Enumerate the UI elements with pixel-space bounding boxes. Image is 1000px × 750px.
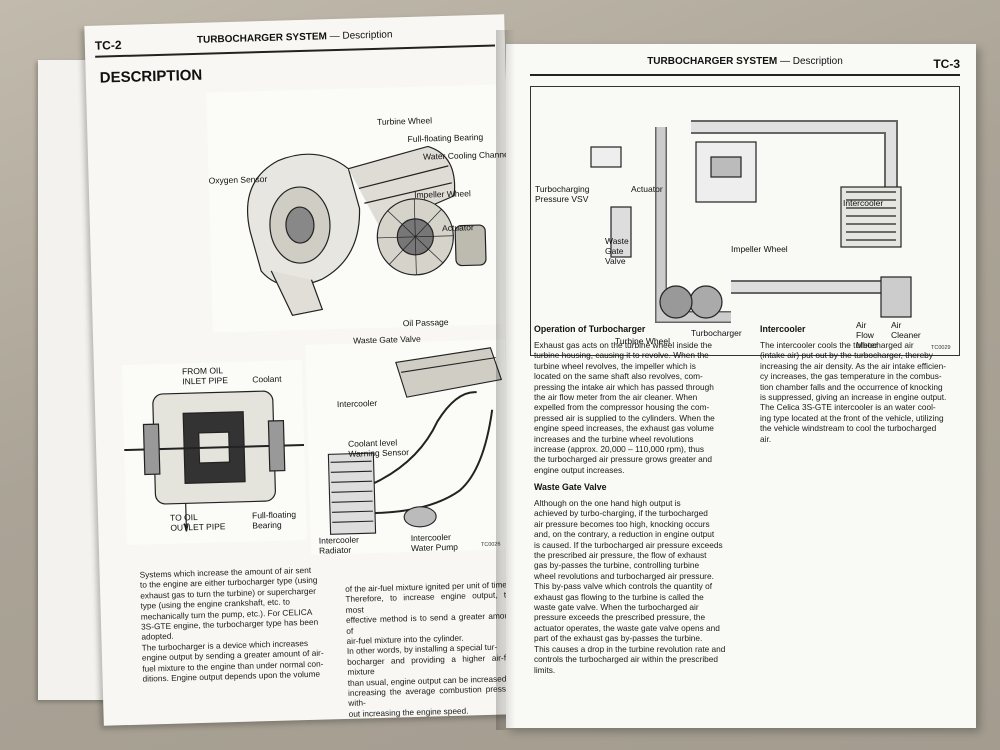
label-air-cleaner-2: Cleaner — [891, 330, 921, 340]
label-waste: Waste — [605, 236, 629, 246]
turbo-system-diagram: Turbocharging Pressure VSV Actuator Wast… — [530, 86, 960, 356]
label-pressure-vsv: Pressure VSV — [535, 194, 589, 204]
turbocharger-cutaway-figure: Turbine Wheel Full-floating Bearing Wate… — [206, 84, 511, 346]
intro-paragraph-col2: of the air-fuel mixture ignited per unit… — [344, 579, 519, 719]
right-page-number: TC-3 — [933, 57, 960, 71]
label-impeller-wheel: Impeller Wheel — [414, 188, 471, 200]
operation-paragraph: Exhaust gas acts on the turbine wheel in… — [534, 340, 715, 475]
label-air-flow-meter-1: Air — [856, 320, 867, 330]
right-page: TURBOCHARGER SYSTEM — Description TC-3 — [506, 44, 976, 728]
label-intercooler: Intercooler — [336, 397, 378, 410]
label-turbocharger-diagram: Turbocharger — [691, 328, 742, 338]
operation-heading: Operation of Turbocharger — [534, 324, 646, 334]
label-oil-passage: Oil Passage — [402, 316, 449, 329]
turbo-system-drawing — [590, 120, 912, 323]
label-actuator-diagram: Actuator — [631, 184, 663, 194]
intercooler-paragraph: The intercooler cools the turbocharged a… — [760, 340, 947, 444]
diagram-code: TC0029 — [931, 345, 951, 351]
intercooler-heading: Intercooler — [760, 324, 806, 334]
right-page-header: TURBOCHARGER SYSTEM — Description TC-3 — [530, 52, 960, 76]
label-impeller-wheel-diagram: Impeller Wheel — [731, 244, 788, 254]
label-air-cleaner-1: Air — [891, 320, 902, 330]
intro-paragraph-col1: Systems which increase the amount of air… — [139, 564, 324, 684]
label-coolant: Coolant — [252, 373, 282, 385]
left-page-header: TC-2 TURBOCHARGER SYSTEM — Description — [94, 22, 496, 58]
label-air-flow-meter-2: Flow — [856, 330, 874, 340]
intercooler-system-figure: Intercooler Coolant level Warning Sensor… — [305, 339, 512, 556]
wastegate-heading: Waste Gate Valve — [534, 482, 607, 492]
page-heading: DESCRIPTION — [99, 66, 203, 87]
label-actuator: Actuator — [441, 222, 474, 234]
label-turbocharging: Turbocharging — [535, 184, 590, 194]
label-turbine-wheel-diagram: Turbine Wheel — [615, 336, 670, 346]
label-air-flow-meter-3: Meter — [856, 340, 878, 350]
figure-code: TC0026 — [480, 541, 501, 549]
label-bearing: Bearing — [252, 519, 282, 531]
turbocharger-cross-section-figure: FROM OIL INLET PIPE Coolant TO OIL OUTLE… — [121, 360, 307, 546]
intercooler-system-drawing — [327, 347, 503, 535]
label-valve: Valve — [605, 256, 626, 266]
label-turbine-wheel: Turbine Wheel — [376, 115, 433, 127]
label-oxygen-sensor: Oxygen Sensor — [208, 173, 268, 186]
label-intercooler-radiator-2: Radiator — [318, 544, 352, 556]
turbocharger-cutaway-drawing — [246, 145, 487, 316]
label-inlet-pipe: INLET PIPE — [182, 375, 229, 387]
label-intercooler-diagram: Intercooler — [843, 198, 884, 208]
label-intercooler-water-pump-2: Water Pump — [410, 541, 459, 554]
left-header-title: TURBOCHARGER SYSTEM — Description — [196, 29, 393, 46]
left-page: TC-2 TURBOCHARGER SYSTEM — Description D… — [84, 14, 524, 726]
cross-section-drawing — [124, 390, 305, 532]
right-header-title: TURBOCHARGER SYSTEM — Description — [647, 56, 843, 67]
label-gate: Gate — [605, 246, 624, 256]
label-outlet-pipe: OUTLET PIPE — [170, 521, 226, 533]
label-warning-sensor: Warning Sensor — [348, 447, 410, 459]
